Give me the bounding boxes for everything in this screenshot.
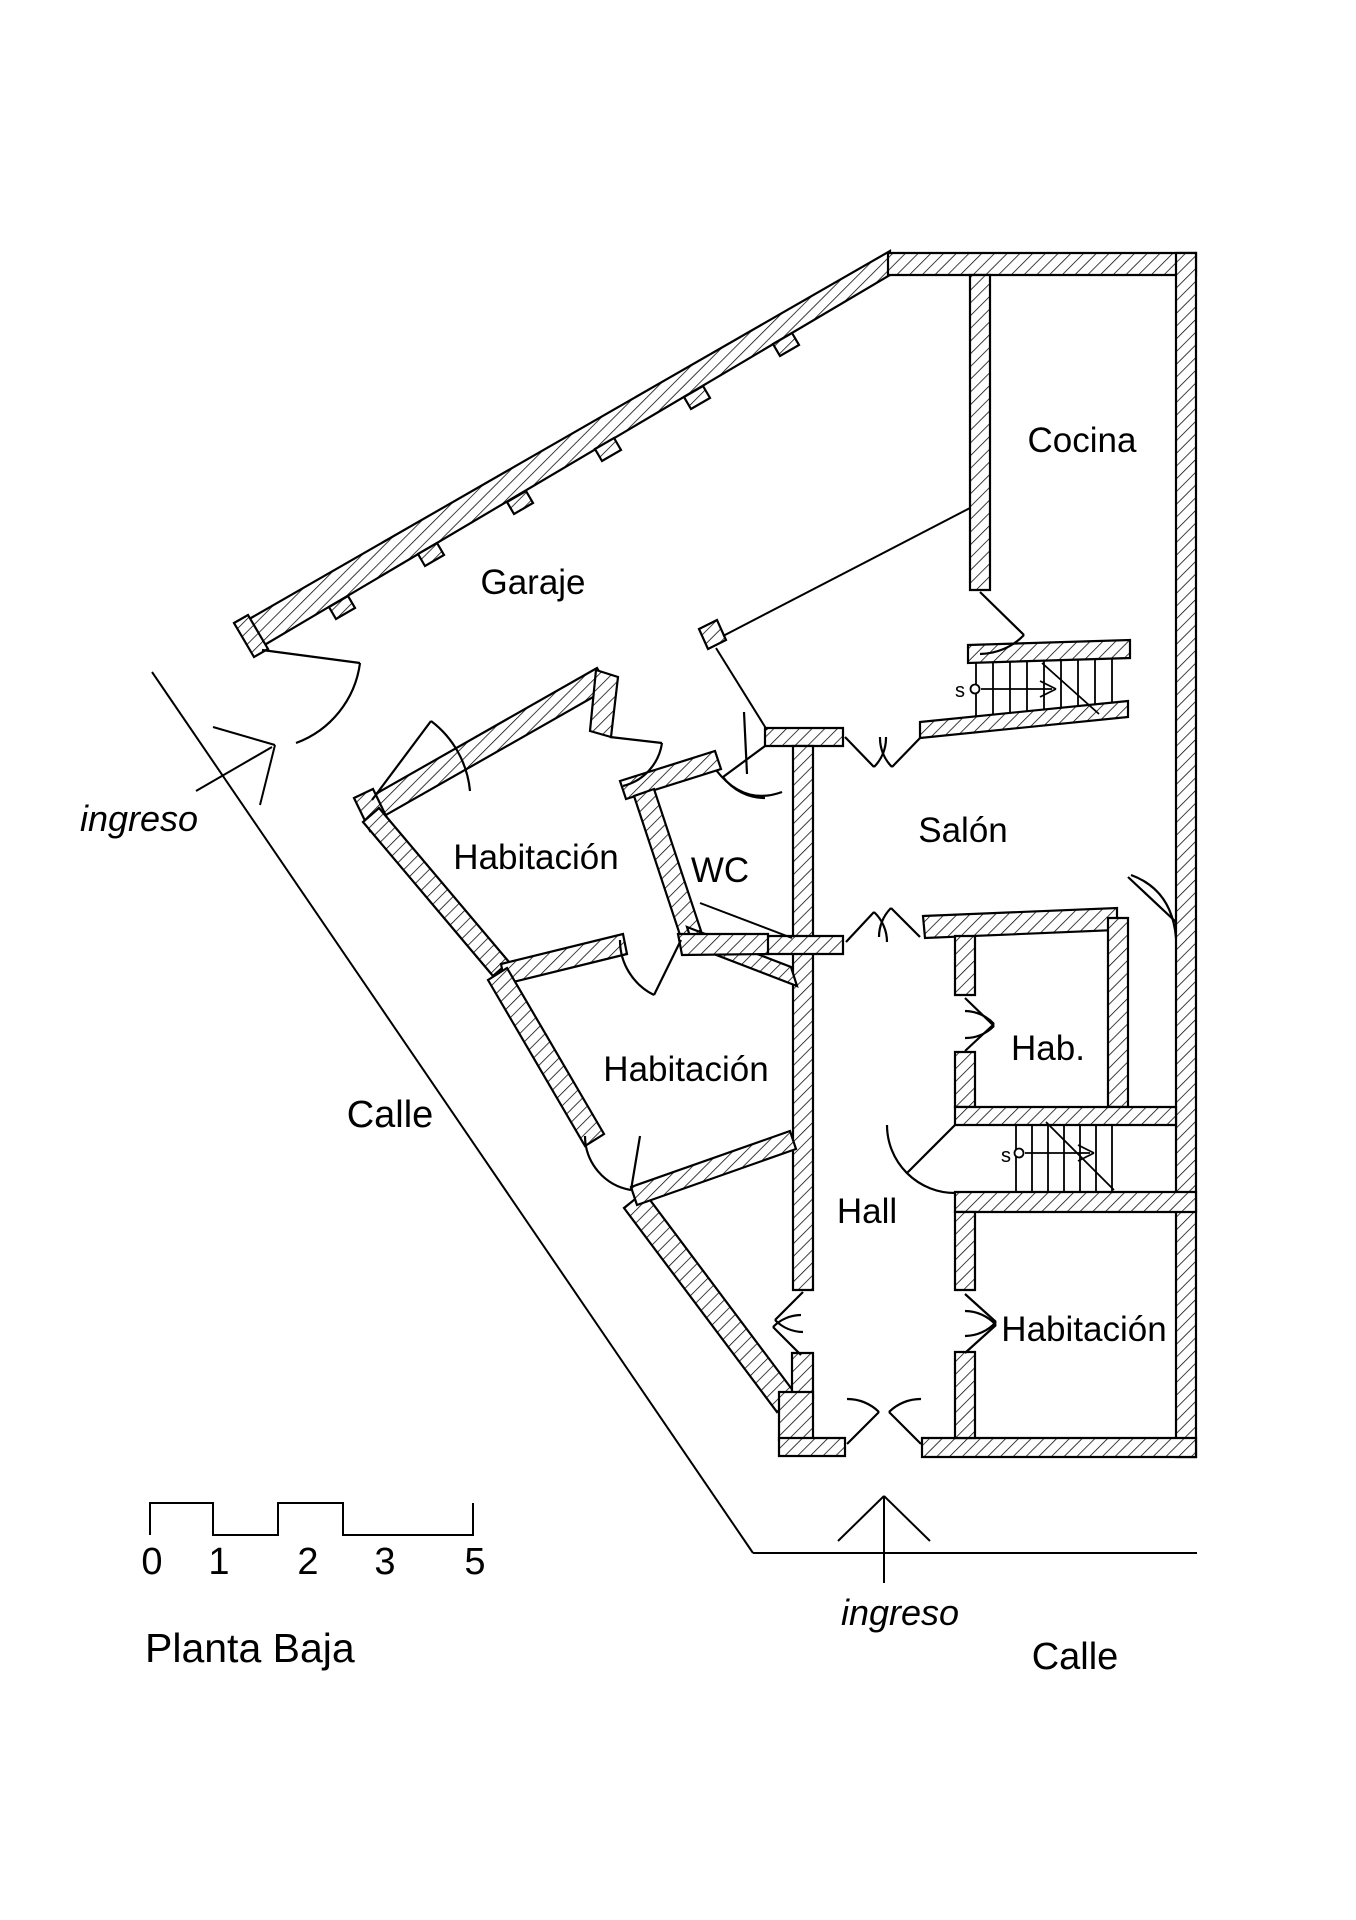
bedroom2-west-wall — [486, 966, 606, 1148]
entry-left-jamb-lower — [777, 1390, 815, 1442]
stub-corridor-line — [715, 647, 768, 731]
corridor-stub-bottom — [763, 934, 845, 956]
stairs-lower-top-wall — [953, 1105, 1178, 1127]
room-label-hall: Hall — [837, 1192, 897, 1231]
bottom-wall-right — [920, 1436, 1198, 1459]
street-lines — [151, 671, 1197, 1554]
entrance-label-bottom: ingreso — [841, 1592, 959, 1633]
scale-tick-0: 0 — [141, 1541, 162, 1583]
doors — [261, 591, 1178, 1445]
right-wall — [1174, 251, 1198, 1459]
garage-salon-partition-line — [722, 507, 971, 637]
page-title: Planta Baja — [145, 1625, 355, 1671]
hall-vestibule-double-door — [772, 1291, 804, 1356]
entrance-arrow-bottom — [837, 1495, 931, 1583]
room-label-garaje: Garaje — [480, 563, 585, 602]
hab-west-jamb-lower — [953, 1050, 977, 1109]
inner-walls — [352, 273, 1198, 1440]
room-label-habitacion-inferior: Habitación — [1001, 1310, 1166, 1349]
bedroom2-north-wall — [676, 932, 770, 957]
room-label-habitacion-izquierda: Habitación — [453, 838, 618, 877]
street-line-left — [151, 671, 754, 1554]
scale-tick-1: 1 — [208, 1541, 229, 1583]
bedroom2-west-door — [583, 1135, 642, 1192]
entry-left-foot — [777, 1436, 847, 1458]
cocina-door — [979, 591, 1025, 656]
hab-west-jamb-upper — [953, 934, 977, 997]
street-label-bottom: Calle — [1032, 1636, 1119, 1678]
garage-partition-stub — [697, 618, 728, 651]
wc-door — [715, 711, 783, 797]
annotation-labels: Calle Calle ingreso ingreso — [80, 798, 1118, 1678]
hab-double-door — [964, 997, 995, 1052]
staircase-lower: s — [1001, 1121, 1115, 1192]
hab-east-wall — [1106, 916, 1130, 1109]
corridor-stub-top — [763, 726, 845, 748]
salon-upper-double-door — [844, 736, 922, 768]
cocina-west-wall — [968, 273, 992, 592]
salon-corridor-door — [1127, 873, 1178, 939]
garage-entry-door — [261, 648, 472, 801]
staircase-upper: s — [955, 659, 1113, 716]
partition-lines — [699, 507, 971, 939]
staircase-lower-break-line — [1045, 1121, 1115, 1191]
bedroom1-south-wall — [499, 932, 629, 986]
scale-bar-line — [149, 1502, 474, 1536]
room-label-hab: Hab. — [1011, 1029, 1085, 1068]
bedroom2-north-door — [618, 939, 682, 996]
wc-fixture-line — [699, 902, 793, 939]
corridor-garage-door — [722, 745, 766, 800]
hall-stairs-door — [885, 1124, 956, 1195]
salon-lower-double-door — [845, 907, 921, 943]
lobby-door — [609, 735, 664, 788]
bottom-left-diagonal-wall — [622, 1190, 799, 1414]
top-wall — [886, 251, 1198, 277]
bedroom3-west-wall-lower — [953, 1350, 977, 1440]
wc-west-wall — [632, 787, 703, 940]
staircase-upper-break-line — [1041, 662, 1100, 715]
staircase-upper-label: s — [955, 680, 965, 702]
garage-street-wall-endcap — [232, 613, 270, 659]
scale-tick-5: 5 — [464, 1541, 485, 1583]
room-label-salon: Salón — [918, 811, 1008, 850]
entrance-label-left: ingreso — [80, 798, 198, 839]
hab-north-wall — [921, 906, 1119, 940]
scale-bar: 0 1 2 3 5 — [141, 1502, 486, 1583]
stairs-upper-bottom-wall — [918, 699, 1130, 740]
staircase-lower-label: s — [1001, 1145, 1011, 1167]
central-spine-wall — [791, 744, 815, 1292]
stairs-lower-bottom-wall — [953, 1190, 1198, 1214]
scale-tick-2: 2 — [297, 1541, 318, 1583]
garage-wall-buttresses — [327, 331, 801, 621]
bedroom3-west-wall-upper — [953, 1210, 977, 1292]
staircase-upper-direction-arrow — [969, 680, 1057, 698]
bedroom3-double-door — [964, 1293, 997, 1354]
bedroom1-north-stub — [588, 668, 620, 739]
staircase-lower-treads — [1015, 1125, 1113, 1192]
outer-walls — [232, 249, 1198, 1459]
room-labels: Garaje Cocina Salón Habitación WC Habita… — [453, 421, 1166, 1349]
stairs-upper-top-wall — [966, 638, 1132, 665]
street-label-left: Calle — [347, 1094, 434, 1136]
room-label-cocina: Cocina — [1028, 421, 1137, 460]
main-entrance-double-door — [846, 1397, 922, 1445]
scale-tick-3: 3 — [374, 1541, 395, 1583]
bedroom1-west-wall — [361, 806, 511, 978]
staircase-lower-direction-arrow — [1013, 1144, 1095, 1162]
wc-north-wall — [618, 749, 723, 801]
bedroom1-north-wall — [363, 666, 611, 822]
room-label-habitacion-centro: Habitación — [603, 1050, 768, 1089]
room-label-wc: WC — [691, 851, 749, 890]
entrance-arrow-left — [195, 726, 276, 806]
bedroom2-south-wall — [629, 1129, 798, 1207]
